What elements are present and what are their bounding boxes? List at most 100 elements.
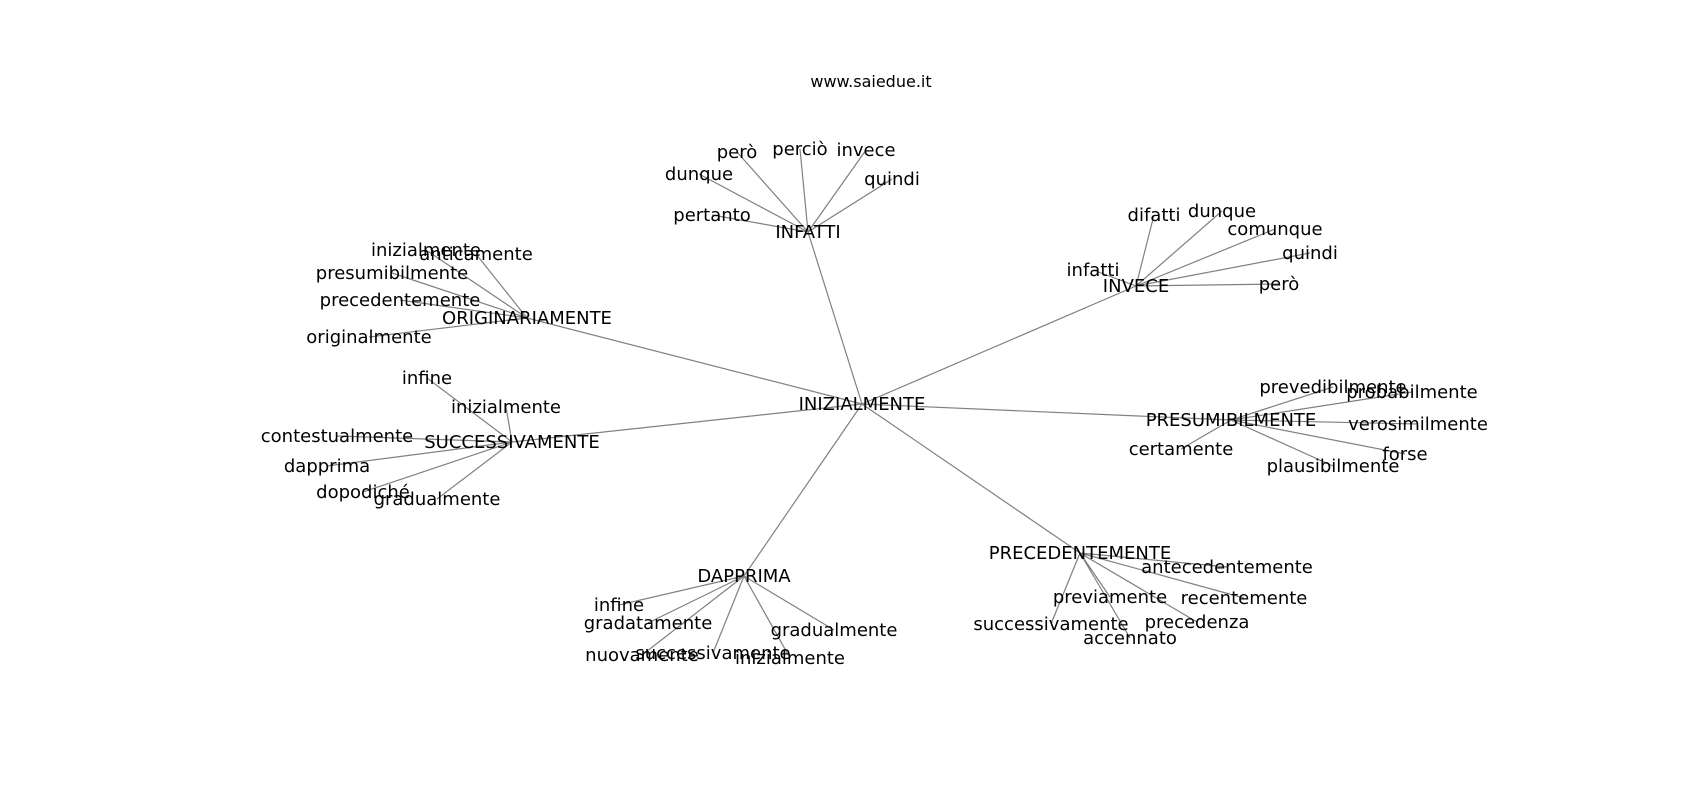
hub-node-label: INFATTI [775,222,840,243]
leaf-node-label: probabilmente [1346,382,1477,403]
edge-hub-to-leaf [807,149,867,233]
leaf-node-label: comunque [1227,219,1322,240]
leaf-node-label: dunque [1188,201,1256,222]
edge-hub-to-leaf [1230,391,1413,421]
edge-hub-to-leaf [1230,386,1334,421]
label-layer: INIZIALMENTEORIGINARIAMENTEinizialmentea… [261,139,1488,669]
leaf-node-label: precedentemente [320,290,481,311]
leaf-node-label: perciò [772,139,827,160]
edge-hub-to-leaf [426,377,513,443]
edge-hub-to-leaf [399,299,528,319]
edge-hub-to-leaf [1079,552,1111,598]
edge-hub-to-leaf [1079,552,1131,639]
leaf-node-label: previamente [1053,587,1167,608]
edge-hub-to-leaf [698,173,809,233]
leaf-node-label: inizialmente [735,648,845,669]
edge-center-to-hub [526,317,863,405]
hub-node-label: SUCCESSIVAMENTE [424,432,599,453]
edge-hub-to-leaf [436,441,513,500]
leaf-node-label: dapprima [284,456,370,477]
leaf-node-label: presumibilmente [316,263,468,284]
edge-hub-to-leaf [1135,210,1223,287]
leaf-node-label: dunque [665,164,733,185]
edge-hub-to-leaf [641,575,745,656]
edge-hub-to-leaf [505,406,513,443]
edge-hub-to-leaf [1230,419,1419,425]
leaf-node-label: inizialmente [451,397,561,418]
edge-hub-to-leaf [1079,552,1245,599]
leaf-node-label: però [1259,274,1300,295]
edge-center-to-hub [743,403,863,577]
edge-hub-to-leaf [1230,419,1334,467]
edge-hub-to-leaf [475,253,528,319]
edge-hub-to-leaf [618,575,745,606]
site-url: www.saiedue.it [810,72,931,91]
leaf-node-label: però [717,142,758,163]
edge-hub-to-leaf [425,249,528,319]
edge-hub-to-leaf [1230,419,1406,455]
edge-hub-to-leaf [743,575,835,631]
leaf-node-label: gradualmente [771,620,898,641]
edge-center-to-hub [807,231,863,405]
edge-center-to-hub [861,403,1081,554]
leaf-node-label: contestualmente [261,426,413,447]
edge-hub-to-leaf [336,435,513,443]
leaf-node-label: successivamente [973,614,1128,635]
leaf-node-label: gradualmente [374,489,501,510]
center-node-label: INIZIALMENTE [799,394,926,415]
leaf-node-label: recentemente [1181,588,1308,609]
leaf-node-label: quindi [1282,243,1338,264]
edge-hub-to-leaf [1079,552,1228,568]
hub-node-label: PRESUMIBILMENTE [1146,410,1317,431]
edge-hub-to-leaf [712,575,745,654]
leaf-node-label: gradatamente [584,613,713,634]
edge-hub-to-leaf [743,575,791,659]
leaf-node-label: nuovamente [585,645,699,666]
edge-hub-to-leaf [647,575,745,624]
leaf-node-label: certamente [1129,439,1234,460]
leaf-node-label: antecedentemente [1141,557,1313,578]
hub-node-label: PRECEDENTEMENTE [989,543,1171,564]
leaf-node-label: prevedibilmente [1259,377,1406,398]
edge-hub-to-leaf [391,272,528,319]
edge-layer [326,148,1419,659]
edge-hub-to-leaf [807,178,893,233]
edge-center-to-hub [861,285,1137,405]
leaf-node-label: successivamente [635,643,790,664]
leaf-node-label: invece [836,140,895,161]
edge-hub-to-leaf [1135,252,1311,287]
leaf-node-label: anticamente [419,244,533,265]
leaf-node-label: originalmente [306,327,431,348]
edge-hub-to-leaf [736,151,809,233]
edge-hub-to-leaf [1092,269,1137,287]
edge-center-to-hub [511,403,863,443]
edge-hub-to-leaf [711,214,809,233]
edge-hub-to-leaf [1079,552,1198,623]
leaf-node-label: infine [402,368,452,389]
edge-hub-to-leaf [1135,283,1280,287]
leaf-node-label: pertanto [673,205,750,226]
edge-hub-to-leaf [1135,214,1155,287]
leaf-node-label: dopodiché [316,482,410,503]
edge-hub-to-leaf [1050,552,1081,625]
leaf-node-label: inizialmente [371,240,481,261]
leaf-node-label: infine [594,595,644,616]
leaf-node-label: plausibilmente [1267,456,1400,477]
edge-hub-to-leaf [368,317,528,338]
edge-center-to-hub [861,403,1232,421]
hub-node-label: DAPPRIMA [697,566,791,587]
edge-hub-to-leaf [799,148,809,233]
edge-hub-to-leaf [326,441,513,467]
leaf-node-label: precedenza [1145,612,1250,633]
edge-hub-to-leaf [1135,228,1276,287]
leaf-node-label: verosimilmente [1348,414,1488,435]
leaf-node-label: forse [1382,444,1427,465]
edge-hub-to-leaf [362,441,513,493]
leaf-node-label: infatti [1067,260,1120,281]
edge-hub-to-leaf [1180,419,1232,450]
hub-node-label: ORIGINARIAMENTE [442,308,612,329]
leaf-node-label: quindi [864,169,920,190]
leaf-node-label: accennato [1083,628,1177,649]
leaf-node-label: difatti [1128,205,1181,226]
